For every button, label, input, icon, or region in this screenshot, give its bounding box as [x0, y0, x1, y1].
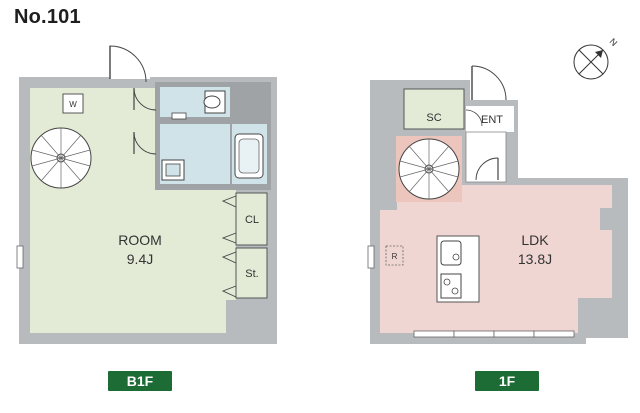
ldk-name: LDK: [521, 232, 549, 248]
shoe-closet-label: SC: [426, 112, 441, 124]
floor-badge-b1f: B1F: [108, 371, 172, 391]
f1-left-window: [367, 245, 375, 269]
floor-badge-1f: 1F: [475, 371, 539, 391]
entrance-label: ENT: [481, 114, 503, 126]
unit-title: No.101: [14, 6, 81, 28]
room-area: 9.4J: [127, 251, 153, 267]
ldk-area: [380, 185, 612, 333]
closet-label: CL: [245, 214, 259, 226]
room-name: ROOM: [118, 232, 162, 248]
b1f-toilet-sink: [171, 112, 187, 120]
bathtub-icon: [234, 133, 264, 179]
spiral-stair-icon: [30, 127, 92, 189]
closet-box: [235, 192, 268, 246]
folding-door-marks: [221, 195, 237, 298]
spiral-stair-icon: [396, 136, 462, 202]
kitchen-island: [436, 235, 480, 303]
entry-step: [465, 131, 507, 183]
kitchen-sink-icon: [440, 240, 462, 266]
b1f-wash-door-icon: [133, 131, 157, 155]
compass-north-icon: N: [573, 36, 620, 80]
b1f-floor: W: [16, 45, 277, 344]
f1-hall-door-icon: [475, 157, 499, 181]
stove-icon: [440, 273, 462, 299]
storage-box: [235, 247, 268, 299]
fridge-mark: R: [392, 252, 398, 261]
f1-bottom-windows: [413, 330, 575, 338]
b1f-window: [16, 245, 24, 269]
f1-entry-door-icon: [471, 65, 507, 101]
washbasin-icon: [161, 159, 185, 181]
toilet-icon: [203, 90, 226, 114]
entrance-area: [466, 106, 514, 132]
f1-floor: SC ENT: [367, 65, 628, 344]
fridge-space: [385, 245, 404, 266]
f1-sc-door-icon: [465, 109, 483, 127]
svg-text:N: N: [608, 36, 620, 48]
washer-mark: W: [69, 100, 77, 109]
b1f-entry-door-icon: [109, 45, 150, 83]
b1f-toilet-door-icon: [133, 87, 157, 111]
storage-label: St.: [245, 268, 258, 280]
washer-pan: W: [62, 93, 84, 114]
ldk-area: 13.8J: [518, 251, 552, 267]
shoe-closet-box: [403, 88, 465, 130]
